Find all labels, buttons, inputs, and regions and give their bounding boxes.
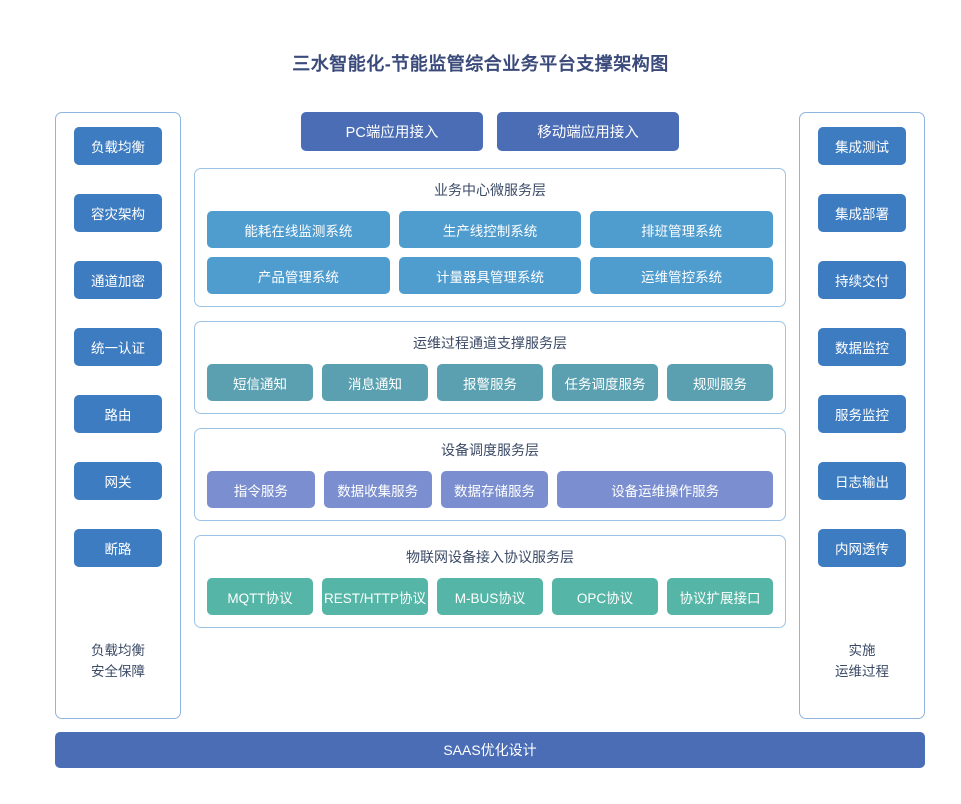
right-panel-item-service-monitoring[interactable]: 服务监控 — [818, 395, 906, 433]
service-device-ops-operation[interactable]: 设备运维操作服务 — [557, 471, 773, 508]
right-panel-item-intranet-tunneling[interactable]: 内网透传 — [818, 529, 906, 567]
left-panel-item-channel-encryption[interactable]: 通道加密 — [74, 261, 162, 299]
left-panel-item-gateway[interactable]: 网关 — [74, 462, 162, 500]
layer-title-business-center: 业务中心微服务层 — [434, 182, 546, 198]
right-panel-item-continuous-delivery[interactable]: 持续交付 — [818, 261, 906, 299]
service-shift-management[interactable]: 排班管理系统 — [590, 211, 774, 248]
protocol-extension-interface[interactable]: 协议扩展接口 — [667, 578, 773, 615]
left-panel: 负载均衡 容灾架构 通道加密 统一认证 路由 网关 断路 负载均衡 安全保障 — [55, 112, 181, 719]
left-panel-item-unified-auth[interactable]: 统一认证 — [74, 328, 162, 366]
service-data-storage[interactable]: 数据存储服务 — [440, 471, 549, 508]
left-panel-item-routing[interactable]: 路由 — [74, 395, 162, 433]
layer-iot-protocol-access: 物联网设备接入协议服务层 MQTT协议 REST/HTTP协议 M-BUS协议 … — [194, 535, 786, 628]
service-production-line-control[interactable]: 生产线控制系统 — [398, 211, 582, 248]
service-message-notification[interactable]: 消息通知 — [322, 364, 428, 401]
layer-title-iot-protocol-access: 物联网设备接入协议服务层 — [406, 549, 574, 565]
service-product-management[interactable]: 产品管理系统 — [207, 257, 390, 294]
service-alarm[interactable]: 报警服务 — [437, 364, 543, 401]
protocol-rest-http[interactable]: REST/HTTP协议 — [322, 578, 428, 615]
access-button-mobile[interactable]: 移动端应用接入 — [497, 112, 679, 151]
right-panel-footer: 实施 运维过程 — [835, 640, 889, 708]
service-task-scheduling[interactable]: 任务调度服务 — [552, 364, 658, 401]
layer-row: 指令服务 数据收集服务 数据存储服务 设备运维操作服务 — [207, 471, 773, 508]
service-data-collection[interactable]: 数据收集服务 — [323, 471, 432, 508]
service-rules[interactable]: 规则服务 — [667, 364, 773, 401]
service-command[interactable]: 指令服务 — [207, 471, 315, 508]
layer-row: 产品管理系统 计量器具管理系统 运维管控系统 — [207, 257, 774, 294]
center-column: PC端应用接入 移动端应用接入 业务中心微服务层 能耗在线监测系统 生产线控制系… — [181, 112, 799, 719]
protocol-mqtt[interactable]: MQTT协议 — [207, 578, 313, 615]
access-button-pc[interactable]: PC端应用接入 — [301, 112, 483, 151]
left-panel-footer-line-2: 安全保障 — [91, 664, 145, 679]
left-panel-footer: 负载均衡 安全保障 — [91, 640, 145, 708]
left-panel-item-circuit-breaker[interactable]: 断路 — [74, 529, 162, 567]
right-panel-item-data-monitoring[interactable]: 数据监控 — [818, 328, 906, 366]
protocol-opc[interactable]: OPC协议 — [552, 578, 658, 615]
saas-optimization-bar[interactable]: SAAS优化设计 — [55, 732, 925, 768]
layer-business-center: 业务中心微服务层 能耗在线监测系统 生产线控制系统 排班管理系统 产品管理系统 … — [194, 168, 786, 307]
page-title: 三水智能化-节能监管综合业务平台支撑架构图 — [292, 54, 669, 74]
layer-device-scheduling: 设备调度服务层 指令服务 数据收集服务 数据存储服务 设备运维操作服务 — [194, 428, 786, 521]
service-metering-device-management[interactable]: 计量器具管理系统 — [398, 257, 582, 294]
service-energy-monitoring[interactable]: 能耗在线监测系统 — [207, 211, 390, 248]
protocol-mbus[interactable]: M-BUS协议 — [437, 578, 543, 615]
layer-title-device-scheduling: 设备调度服务层 — [441, 442, 539, 458]
right-panel-item-integration-deploy[interactable]: 集成部署 — [818, 194, 906, 232]
application-access-row: PC端应用接入 移动端应用接入 — [194, 112, 786, 151]
layer-row: 能耗在线监测系统 生产线控制系统 排班管理系统 — [207, 211, 774, 248]
left-panel-footer-line-1: 负载均衡 — [91, 643, 145, 658]
layer-row: 短信通知 消息通知 报警服务 任务调度服务 规则服务 — [207, 364, 773, 401]
service-sms-notification[interactable]: 短信通知 — [207, 364, 313, 401]
left-panel-item-disaster-recovery[interactable]: 容灾架构 — [74, 194, 162, 232]
right-panel-item-integration-test[interactable]: 集成测试 — [818, 127, 906, 165]
left-panel-item-load-balance[interactable]: 负载均衡 — [74, 127, 162, 165]
service-ops-control[interactable]: 运维管控系统 — [590, 257, 774, 294]
right-panel-item-log-output[interactable]: 日志输出 — [818, 462, 906, 500]
layer-row: MQTT协议 REST/HTTP协议 M-BUS协议 OPC协议 协议扩展接口 — [207, 578, 773, 615]
right-panel: 集成测试 集成部署 持续交付 数据监控 服务监控 日志输出 内网透传 实施 运维… — [799, 112, 925, 719]
right-panel-footer-line-1: 实施 — [848, 643, 876, 658]
layer-title-ops-channel-support: 运维过程通道支撑服务层 — [413, 335, 567, 351]
diagram-body: 负载均衡 容灾架构 通道加密 统一认证 路由 网关 断路 负载均衡 安全保障 P… — [55, 112, 925, 719]
right-panel-footer-line-2: 运维过程 — [835, 664, 889, 679]
layer-ops-channel-support: 运维过程通道支撑服务层 短信通知 消息通知 报警服务 任务调度服务 规则服务 — [194, 321, 786, 414]
